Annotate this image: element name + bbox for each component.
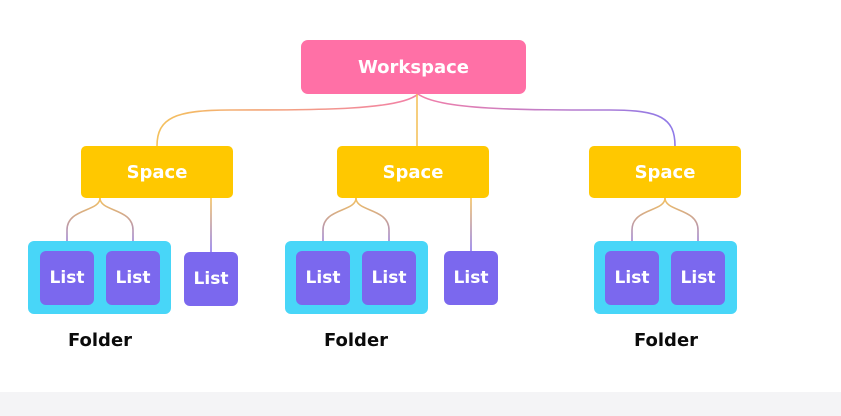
folder-list-3a: List: [605, 251, 659, 305]
folder-list-3b: List: [671, 251, 725, 305]
folder-list-1b: List: [106, 251, 160, 305]
connector-workspace-space-3: [417, 93, 676, 147]
connector-space-1-folder-left: [66, 197, 101, 252]
folder-list-2a: List: [296, 251, 350, 305]
folder-label-2: Folder: [323, 330, 389, 351]
list-label: List: [49, 268, 85, 288]
folder-label-3: Folder: [633, 330, 699, 351]
space-label: Space: [126, 161, 188, 183]
connector-space-3-folder-left: [631, 197, 666, 252]
list-label: List: [453, 268, 489, 288]
loose-list-2: List: [444, 251, 498, 305]
folder-list-2b: List: [362, 251, 416, 305]
list-label: List: [115, 268, 151, 288]
bottom-band: [0, 392, 841, 416]
list-label: List: [614, 268, 650, 288]
space-label: Space: [382, 161, 444, 183]
folder-label-1: Folder: [67, 330, 133, 351]
list-label: List: [193, 269, 229, 289]
list-label: List: [305, 268, 341, 288]
list-label: List: [680, 268, 716, 288]
space-label: Space: [634, 161, 696, 183]
workspace-label: Workspace: [357, 56, 470, 78]
connector-workspace-space-1: [156, 93, 419, 147]
connector-space-3-folder-right: [664, 197, 699, 252]
space-node-2: Space: [337, 146, 489, 198]
connector-space-2-folder-right: [355, 197, 390, 252]
workspace-node: Workspace: [301, 40, 526, 94]
list-label: List: [371, 268, 407, 288]
space-node-1: Space: [81, 146, 233, 198]
space-node-3: Space: [589, 146, 741, 198]
folder-list-1a: List: [40, 251, 94, 305]
connector-space-1-folder-right: [99, 197, 134, 252]
loose-list-1: List: [184, 252, 238, 306]
connector-space-2-folder-left: [322, 197, 357, 252]
